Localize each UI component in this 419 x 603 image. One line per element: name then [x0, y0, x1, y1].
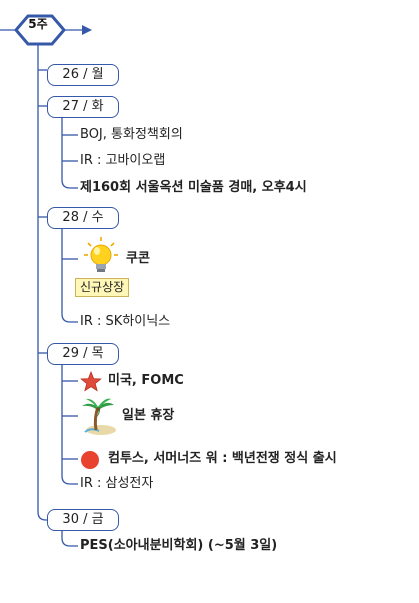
- list-item[interactable]: BOJ, 통화정책회의: [80, 127, 183, 142]
- new-listing-tag: 신규상장: [75, 278, 130, 297]
- list-item[interactable]: PES(소아내분비학회) (~5월 3일): [80, 538, 278, 553]
- list-item[interactable]: IR : 고바이오랩: [80, 153, 166, 168]
- list-item[interactable]: 컴투스, 서머너즈 워 : 백년전쟁 정식 출시: [108, 451, 337, 466]
- day-node-28[interactable]: 28 / 수: [47, 207, 119, 229]
- lightbulb-icon: [84, 237, 118, 272]
- list-item[interactable]: 미국, FOMC: [108, 373, 184, 388]
- root-node-shape: [14, 14, 66, 46]
- day-node-27[interactable]: 27 / 화: [47, 96, 119, 118]
- list-item[interactable]: 쿠콘: [126, 251, 150, 266]
- list-item[interactable]: IR : SK하이닉스: [80, 314, 171, 329]
- day-node-26[interactable]: 26 / 월: [47, 64, 119, 86]
- red-circle-icon: [81, 451, 99, 469]
- root-node-label[interactable]: 5주: [28, 17, 48, 31]
- star-icon: [80, 371, 102, 392]
- list-item[interactable]: 일본 휴장: [122, 408, 175, 423]
- palm-tree-icon: [82, 398, 116, 435]
- list-item[interactable]: IR : 삼성전자: [80, 476, 154, 491]
- day-node-29[interactable]: 29 / 목: [47, 343, 119, 365]
- list-item[interactable]: 제160회 서울옥션 미술품 경매, 오후4시: [80, 180, 307, 195]
- day-node-30[interactable]: 30 / 금: [47, 509, 119, 531]
